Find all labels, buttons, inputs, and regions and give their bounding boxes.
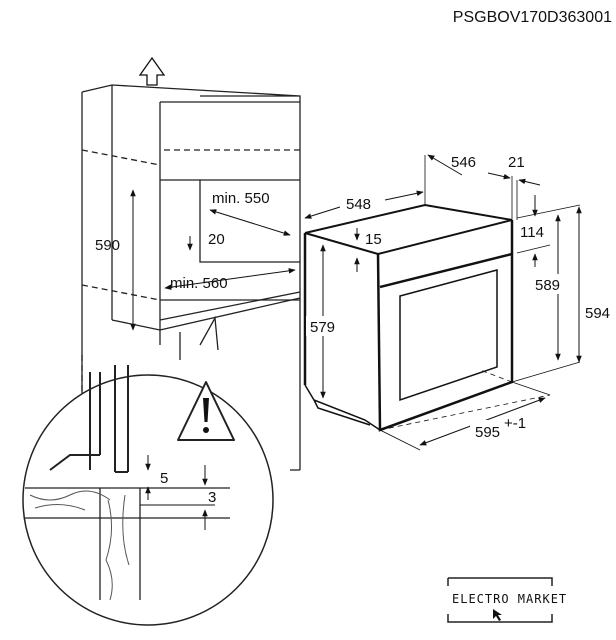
min-width-label: min. 560 [170, 275, 228, 292]
width-tolerance-label: +-1 [504, 415, 526, 432]
logo-brand-text: ELECTRO MARKET [452, 592, 567, 606]
up-arrow-icon [138, 56, 166, 86]
detail-magnifier: 5 3 [22, 315, 274, 626]
top-gap-label: 15 [365, 231, 382, 248]
depth-total-label: 548 [346, 196, 371, 213]
panel-height-label: 114 [520, 224, 544, 241]
front-thickness-label: 21 [508, 154, 525, 171]
model-code: PSGBOV170D363001 [453, 9, 612, 26]
min-width-arrow [164, 268, 296, 290]
cabinet-dimensions: 590 min. 550 20 min. 560 [95, 189, 296, 331]
wood-grain [29, 490, 130, 601]
control-panel-line [379, 252, 513, 289]
gap-label: 20 [208, 231, 225, 248]
width-label: 595 [475, 424, 500, 441]
min-height-label: min. 550 [212, 190, 270, 207]
min-height-arrow [209, 209, 291, 236]
depth-body-label: 546 [451, 154, 476, 171]
oven-window [399, 269, 498, 402]
cursor-icon [493, 609, 502, 621]
oven-dimensions: 546 21 548 15 114 579 589 594 595 +-1 [304, 154, 610, 446]
side-height-label: 579 [310, 319, 335, 336]
gap-3-label: 3 [208, 489, 216, 506]
body-height-label: 589 [535, 277, 560, 294]
cabinet [81, 84, 301, 472]
warning-triangle-icon [177, 381, 235, 441]
electro-market-logo: ELECTRO MARKET [447, 577, 567, 623]
total-height-label: 594 [585, 305, 610, 322]
cabinet-height-label: 590 [95, 237, 120, 254]
oven-front [376, 220, 514, 432]
gap-5-label: 5 [160, 470, 168, 487]
